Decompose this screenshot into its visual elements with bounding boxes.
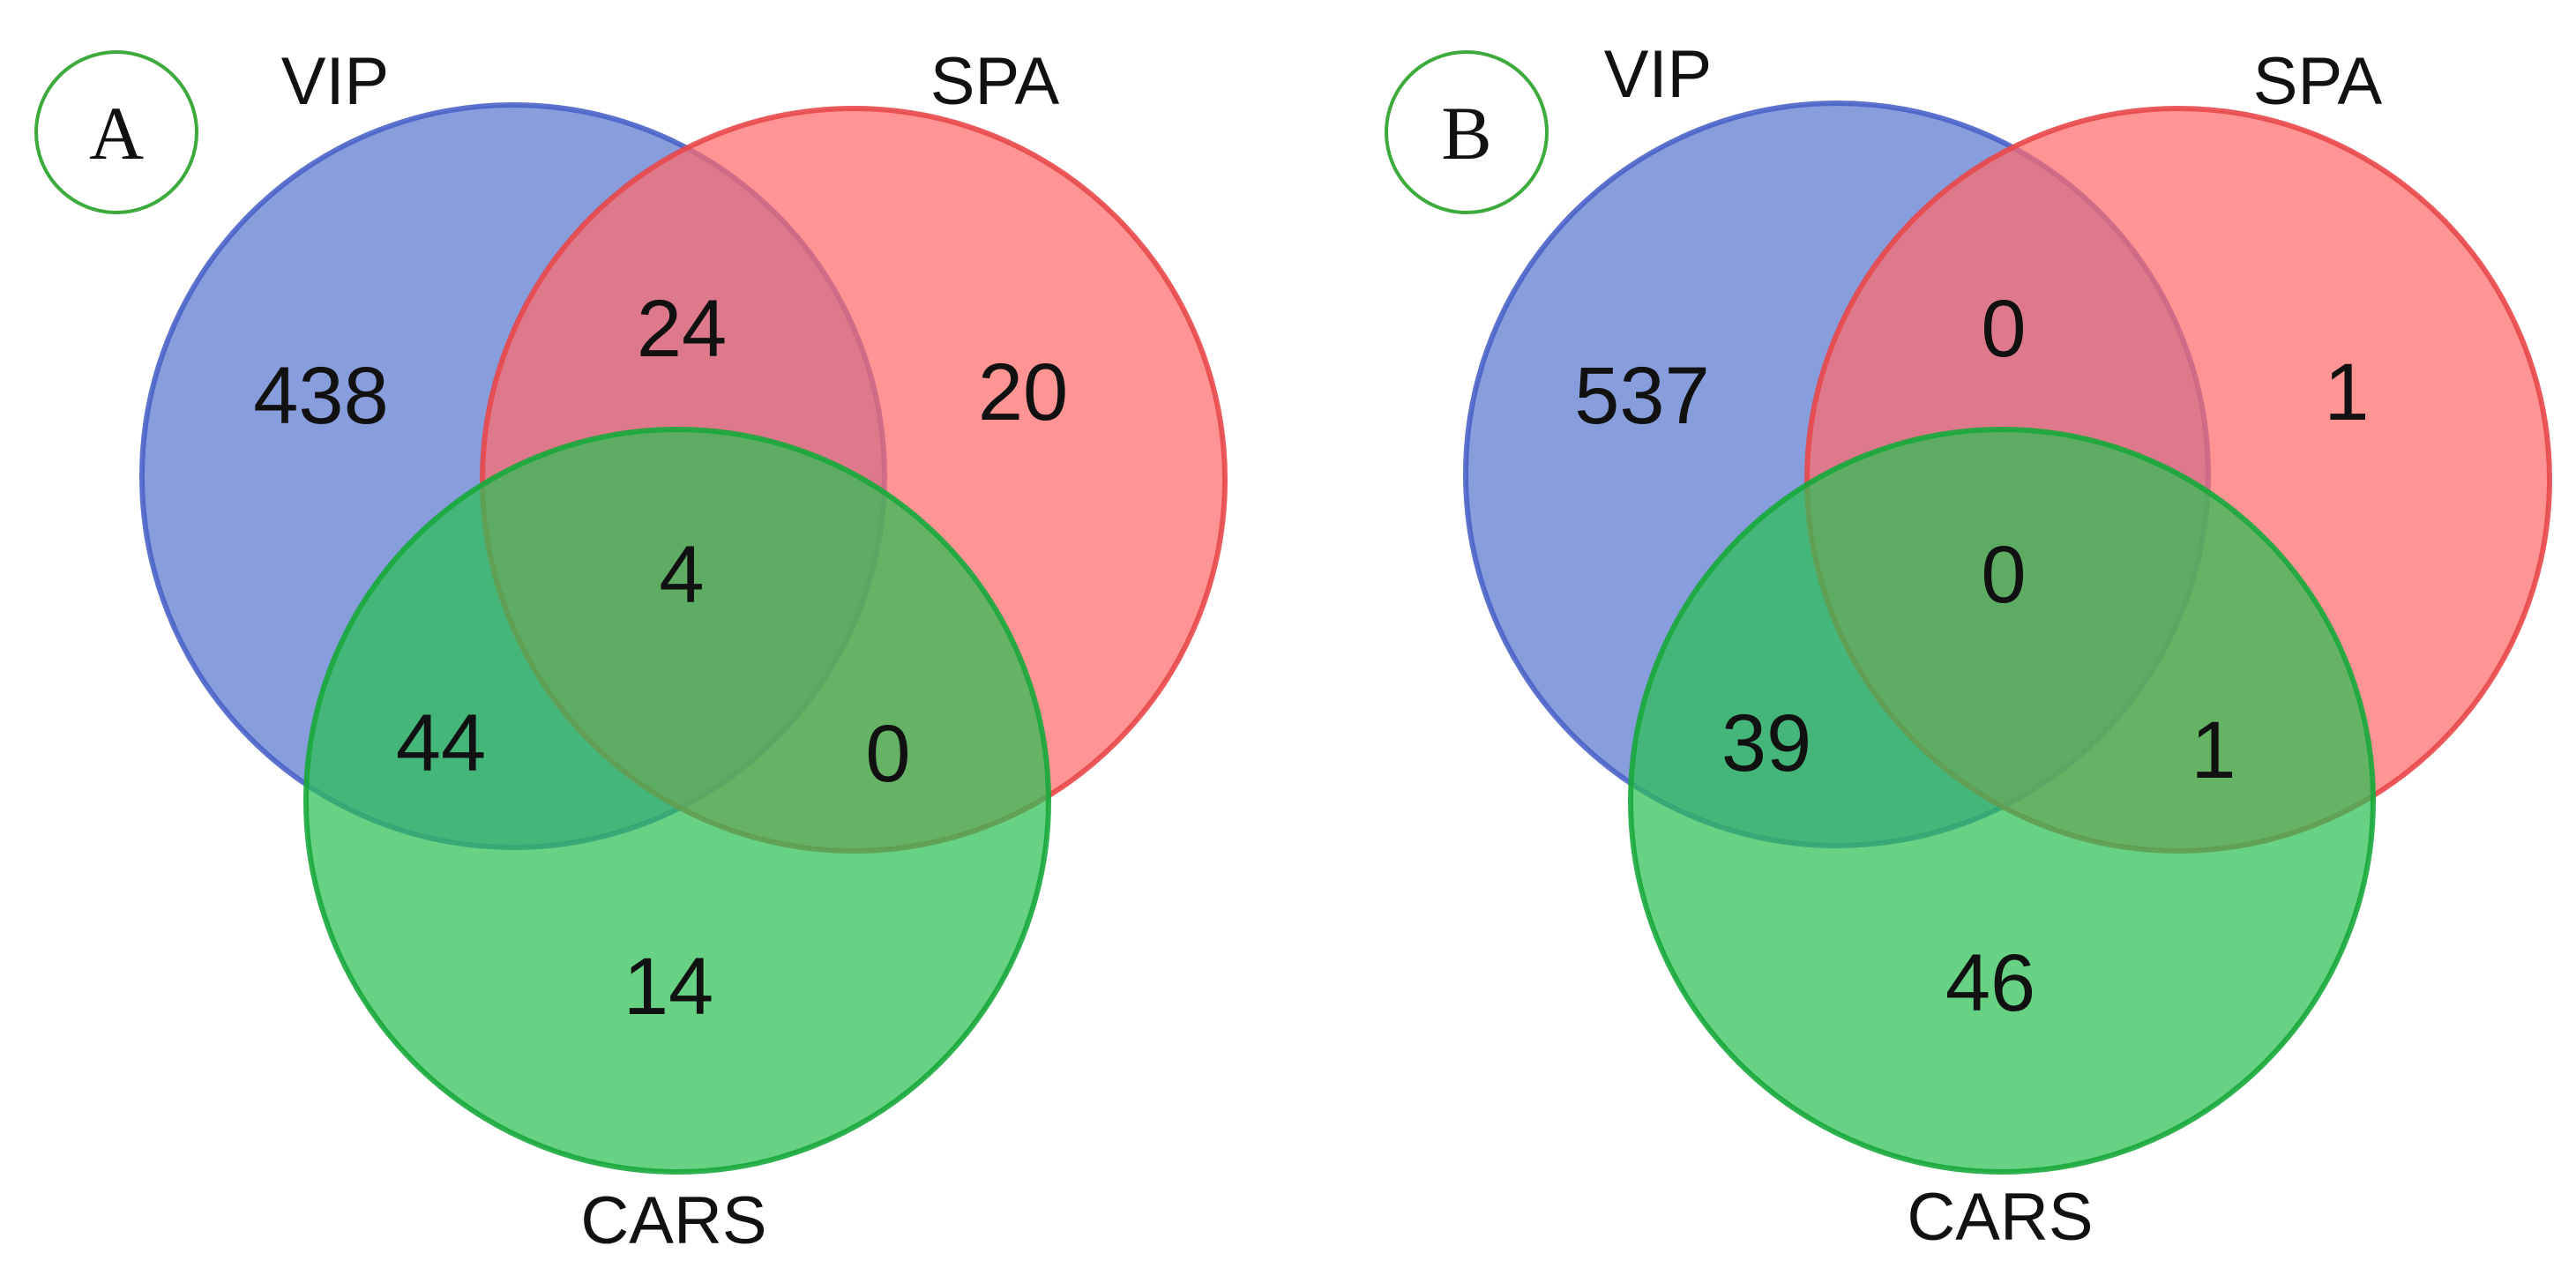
- panel-a-cars-circle: [303, 427, 1051, 1175]
- panel-b-count-vip-spa: 0: [1981, 284, 2026, 374]
- panel-a-count-vip-only: 438: [253, 351, 389, 441]
- panel-a-label-vip: VIP: [281, 44, 390, 119]
- panel-b-count-vip-only: 537: [1574, 351, 1710, 441]
- venn-panel-b: B VIP SPA CARS 537 1 0 0 39 1 46: [1385, 37, 2552, 1255]
- panel-b-label-vip: VIP: [1604, 37, 1713, 112]
- panel-b-count-cars-only: 46: [1945, 938, 2035, 1028]
- panel-a-count-spa-only: 20: [978, 347, 1068, 437]
- panel-b-badge-circle: [1385, 50, 1549, 214]
- panel-b-label-spa: SPA: [2253, 44, 2383, 119]
- panel-b-count-spa-cars: 1: [2191, 705, 2236, 795]
- panel-a-count-spa-cars: 0: [865, 709, 910, 799]
- panel-a-count-all: 4: [659, 530, 704, 620]
- venn-panel-a: A VIP SPA CARS 438 20 24 4 44 0 14: [34, 44, 1228, 1258]
- panel-b-label-cars: CARS: [1907, 1180, 2093, 1255]
- panel-a-label-spa: SPA: [930, 44, 1060, 119]
- panel-a-count-vip-cars: 44: [396, 698, 486, 788]
- panel-a-letter: A: [89, 91, 144, 175]
- panel-b-letter: B: [1441, 91, 1491, 175]
- panel-a-label-cars: CARS: [580, 1183, 766, 1258]
- panel-b-count-spa-only: 1: [2324, 347, 2369, 437]
- panel-a-count-cars-only: 14: [623, 942, 713, 1032]
- panel-b-cars-circle: [1628, 427, 2376, 1175]
- panel-b-count-all: 0: [1981, 530, 2026, 620]
- panel-a-badge-circle: [34, 50, 198, 214]
- panel-b-count-vip-cars: 39: [1721, 698, 1811, 788]
- panel-a-count-vip-spa: 24: [637, 284, 727, 374]
